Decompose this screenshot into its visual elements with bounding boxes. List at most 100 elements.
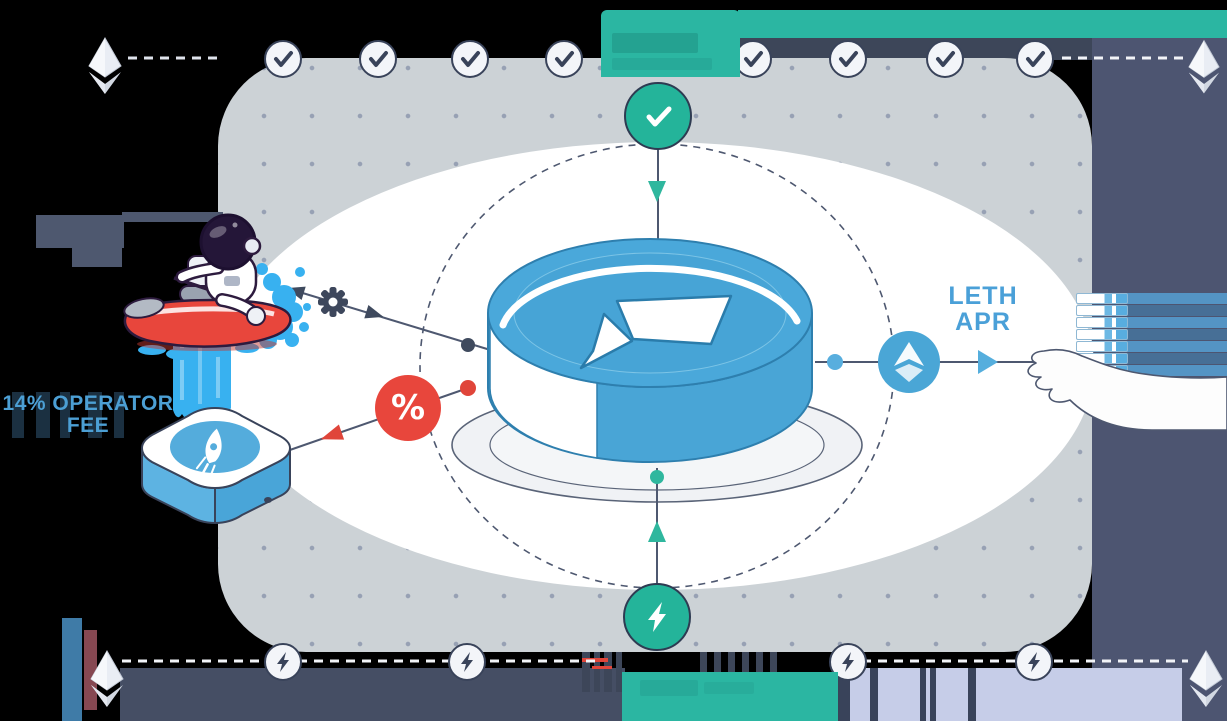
- astronaut-boot: [246, 306, 266, 326]
- glitch-stripe: [700, 634, 707, 672]
- operator-fee-label: 14% OPERATOR FEE: [2, 393, 174, 437]
- astronaut-arm: [178, 264, 222, 281]
- illegible-heading-blob: [122, 212, 223, 222]
- coin-band: [1125, 293, 1227, 304]
- stacked-coin: [1076, 293, 1128, 304]
- glitch-dash-red: [582, 658, 608, 662]
- eth-diamond-icon: [90, 650, 124, 707]
- stacked-coin: [1076, 353, 1128, 364]
- check-circle: [359, 40, 397, 78]
- splash-stripe: [114, 392, 124, 438]
- check-icon: [1026, 51, 1045, 67]
- eth-glyph-icon: [894, 342, 924, 382]
- check-icon: [936, 51, 955, 67]
- glitch-stripe: [616, 645, 622, 692]
- check-circle: [451, 40, 489, 78]
- eth-diamond-icon: [1189, 650, 1223, 707]
- operator-fee-line2: FEE: [66, 413, 110, 437]
- check-circle: [734, 40, 772, 78]
- illegible-heading-blob: [72, 248, 122, 267]
- check-icon: [461, 51, 480, 67]
- helmet-earpiece: [242, 236, 262, 256]
- arrowhead-right-blue: [978, 350, 998, 374]
- astronaut-jetski-icon: [123, 213, 311, 421]
- check-icon: [646, 106, 672, 127]
- bottom-band-stripe: [968, 668, 976, 721]
- decorative-stripe-blue: [62, 618, 82, 721]
- splash-stripe: [88, 392, 102, 438]
- operator-fee-line1: 14% OPERATOR: [2, 392, 174, 415]
- stacked-coin: [1076, 365, 1128, 376]
- glitch-stripe: [756, 636, 763, 672]
- glitch-stripe: [582, 648, 590, 692]
- eth-diamond-icon: [1188, 39, 1220, 94]
- bottom-band-stripe: [870, 668, 878, 721]
- eth-diamond-icon: [88, 37, 122, 94]
- lightning-icon: [461, 652, 473, 672]
- rocket-icon: [195, 428, 222, 477]
- illegible-heading-blob: [36, 215, 124, 248]
- check-circle: [829, 40, 867, 78]
- check-icon: [744, 51, 763, 67]
- periwinkle-background-band-bottom: [850, 668, 1182, 721]
- percent-symbol: %: [390, 388, 426, 428]
- coin-band: [1125, 365, 1227, 376]
- coin-band: [1125, 317, 1227, 328]
- check-circle: [1016, 40, 1054, 78]
- banner-text-bar: [704, 682, 754, 694]
- check-icon: [555, 51, 574, 67]
- decorative-stripe-red: [84, 630, 97, 710]
- reward-line2: APR: [955, 308, 1011, 336]
- title-banner-bottom: [622, 672, 838, 721]
- splash-stripe: [36, 392, 50, 438]
- glitch-stripe: [714, 640, 721, 672]
- reward-apr-label: LETH APR: [929, 283, 1037, 335]
- glitch-dash-red: [592, 666, 612, 669]
- jetski-bumper: [123, 297, 165, 319]
- bottom-band-stripe: [920, 668, 926, 721]
- lightning-icon: [277, 652, 289, 672]
- helmet-glint: [232, 222, 238, 228]
- teal-background-band-top: [738, 10, 1227, 38]
- percent-fee-circle: %: [375, 375, 441, 441]
- navy-background-band-bottom: [120, 668, 625, 721]
- coin-band: [1125, 329, 1227, 340]
- astronaut-chest-panel: [224, 276, 240, 286]
- banner-text-bar: [612, 33, 698, 53]
- lightning-circle: [1015, 643, 1053, 681]
- big-lightning-circle: [623, 583, 691, 651]
- banner-text-bar: [612, 58, 712, 70]
- glitch-stripe: [604, 652, 612, 692]
- check-circle: [264, 40, 302, 78]
- glitch-stripe: [742, 642, 749, 672]
- banner-text-bar: [640, 680, 698, 696]
- lightning-icon: [1028, 652, 1040, 672]
- box-port: [264, 497, 272, 503]
- check-circle: [926, 40, 964, 78]
- eth-token-circle: [878, 331, 940, 393]
- title-banner-top: [601, 10, 740, 77]
- coin-band: [1125, 353, 1227, 364]
- lightning-circle: [264, 643, 302, 681]
- splash-stripe: [12, 392, 24, 438]
- check-circle: [545, 40, 583, 78]
- bottom-band-stripe: [838, 668, 850, 721]
- glitch-stripe: [770, 644, 777, 672]
- helmet-highlight: [209, 226, 227, 238]
- lightning-circle: [448, 643, 486, 681]
- check-icon: [274, 51, 293, 67]
- stacked-coin: [1076, 305, 1128, 316]
- bottom-band-stripe: [930, 668, 936, 721]
- stacked-coin: [1076, 329, 1128, 340]
- coin-band: [1125, 305, 1227, 316]
- lightning-icon: [648, 602, 666, 632]
- big-check-circle: [624, 82, 692, 150]
- lightning-icon: [842, 652, 854, 672]
- glitch-stripe: [728, 632, 735, 672]
- rocket-box-icon: [140, 406, 292, 525]
- splash-stripe: [60, 392, 70, 438]
- stacked-coin: [1076, 341, 1128, 352]
- reward-line1: LETH: [948, 282, 1018, 310]
- white-ellipse-background: [222, 142, 1094, 590]
